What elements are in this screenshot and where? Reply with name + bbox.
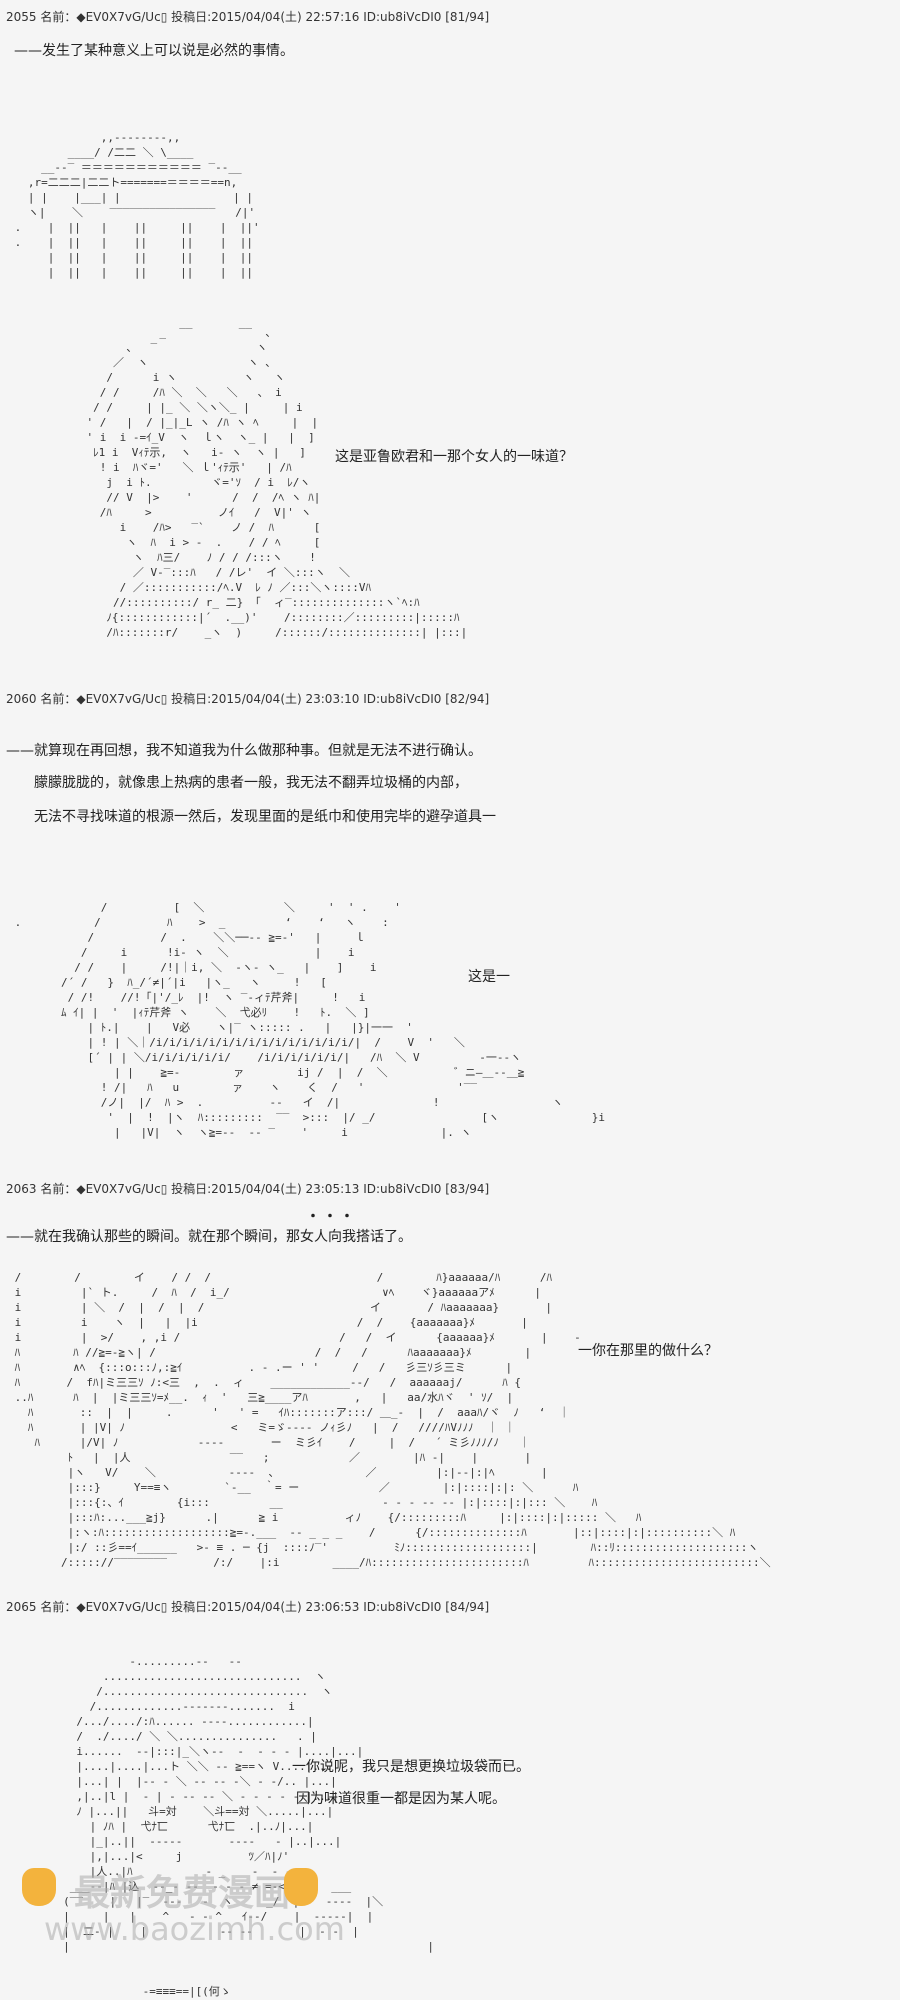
ascii-art-bed: ,,--------,, ____/ /二二 ＼ \____ __--‾ ＝＝＝… — [14, 131, 260, 279]
dialogue-text: 一你在那里的做什么？ — [578, 1343, 718, 1359]
pointing-hand-icon — [22, 1868, 56, 1906]
emphasis-dots: ・・・ — [306, 1209, 357, 1225]
watermark-url: www.baozimh.com — [44, 1910, 345, 1948]
ascii-art-character-1: _ ‾‾ ‾‾ 、 、 ‾ ヽ ／ ヽ ヽ 、 / i ヽ ヽ ヽ / / /ﾊ… — [86, 326, 468, 639]
watermark: 最新免费漫画 www.baozimh.com — [22, 1860, 345, 1950]
watermark-title: 最新免费漫画 — [74, 1873, 291, 1914]
post-text-line: ——就算现在再回想，我不知道我为什么做那种事。但就是无法不进行确认。 — [6, 743, 482, 759]
post-text-line: 无法不寻找味道的根源一然后，发现里面的是纸巾和使用完毕的避孕道具一 — [34, 809, 496, 825]
pointing-hand-icon — [284, 1868, 318, 1906]
post-text-line: 朦朦胧胧的，就像患上热病的患者一般，我无法不翻弄垃圾桶的内部， — [34, 775, 468, 791]
dialogue-text: 这是亚鲁欧君和一那个女人的一味道？ — [335, 449, 573, 465]
post-text-line: ——发生了某种意义上可以说是必然的事情。 — [14, 43, 294, 59]
ascii-art-scene-3: / / イ / / / / ﾊ}aaaaaa/ﾊ /ﾊ i |` ト. / ﾊ … — [14, 1271, 771, 1569]
ascii-art-character-2: / [ ＼ ＼ ' ' . ' . / ﾊ > _ ‘ ‘ ヽ : / / . … — [14, 901, 606, 1139]
post-header: 2065 名前：◆EV0X7vG/Uc▯ 投稿日:2015/04/04(土) 2… — [6, 1600, 490, 1614]
ascii-art-character-4: ‐.........‐‐ ‐‐ ........................… — [63, 1655, 434, 1998]
dialogue-text: 因为味道很重一都是因为某人呢。 — [296, 1791, 506, 1807]
post-header: 2055 名前：◆EV0X7vG/Uc▯ 投稿日:2015/04/04(土) 2… — [6, 10, 490, 24]
post-text-line: ——就在我确认那些的瞬间。就在那个瞬间，那女人向我搭话了。 — [6, 1229, 412, 1245]
post-header: 2063 名前：◆EV0X7vG/Uc▯ 投稿日:2015/04/04(土) 2… — [6, 1182, 490, 1196]
post-header: 2060 名前：◆EV0X7vG/Uc▯ 投稿日:2015/04/04(土) 2… — [6, 692, 490, 706]
dialogue-text: 一你说呢，我只是想更换垃圾袋而已。 — [292, 1759, 530, 1775]
dialogue-text: 这是一 — [468, 969, 510, 985]
